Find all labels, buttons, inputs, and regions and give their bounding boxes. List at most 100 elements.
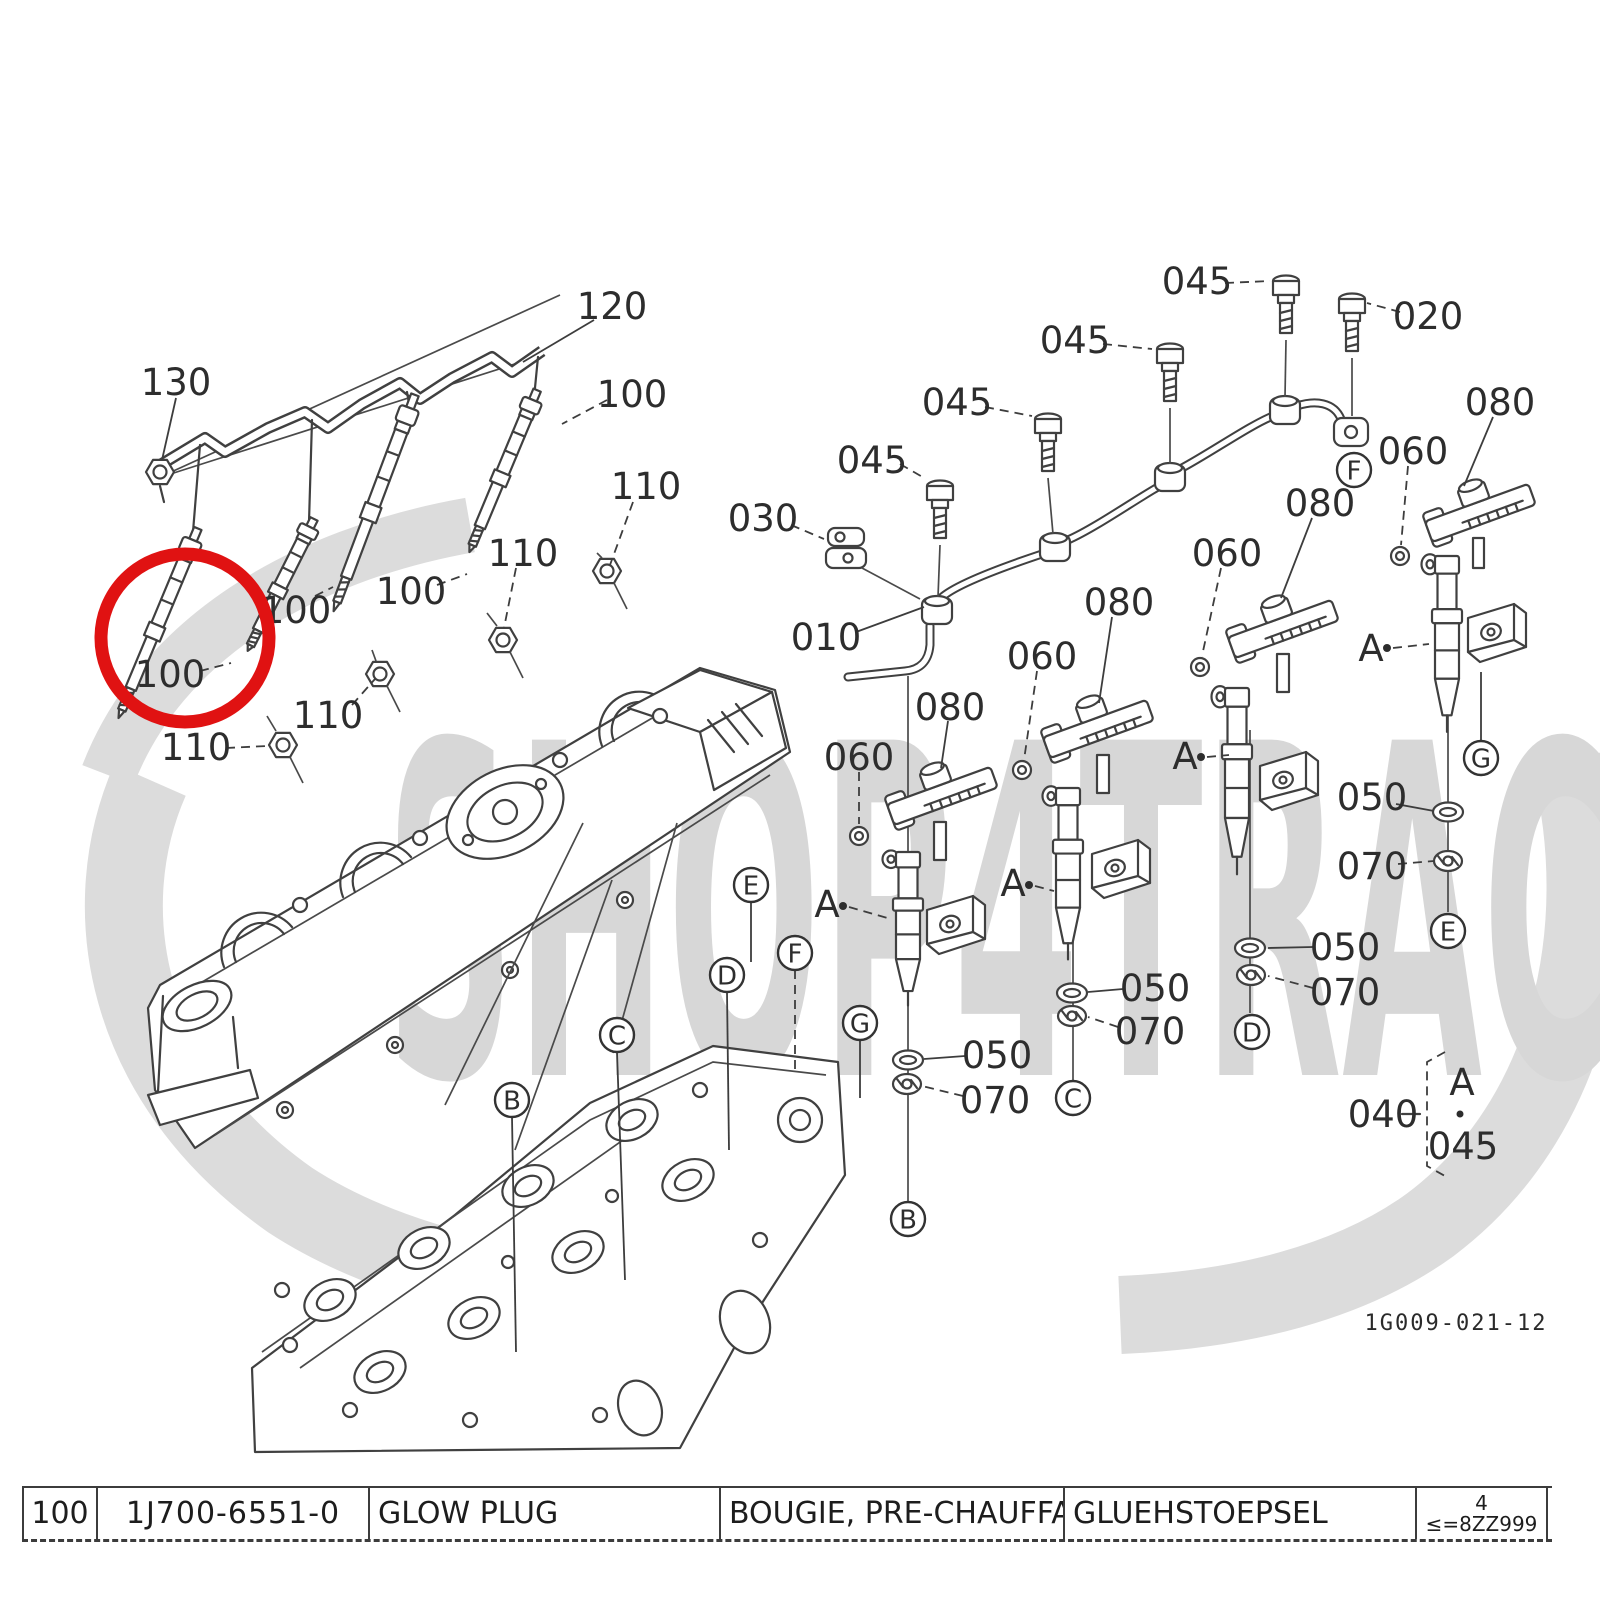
table-serial-range: ≤=8ZZ999 xyxy=(1425,1511,1538,1536)
plug-nut-4 xyxy=(591,557,623,585)
ref-letter-F: F xyxy=(778,936,812,970)
bolt-045-1 xyxy=(925,479,955,540)
pipe-union-4 xyxy=(1268,394,1302,426)
leader-070 xyxy=(1398,861,1434,864)
harness-nut-130 xyxy=(144,458,176,486)
highlight-circle xyxy=(101,554,269,722)
part-label-020: 020 xyxy=(1393,295,1464,338)
arrow-dot xyxy=(1025,881,1033,889)
part-label-110: 110 xyxy=(293,694,364,737)
part-label-045: 045 xyxy=(1428,1125,1499,1168)
leader-020 xyxy=(1367,303,1400,312)
watermark-swoosh-right xyxy=(1120,760,1586,1315)
ref-letter-G: G xyxy=(843,1006,877,1040)
pipe-union-2 xyxy=(1038,531,1072,563)
oring-050-4 xyxy=(1431,801,1465,823)
leader-080 xyxy=(941,721,948,768)
arrow-dot xyxy=(1197,753,1205,761)
leader-070 xyxy=(1268,976,1313,988)
glow-plug-4 xyxy=(459,385,548,557)
part-label-100: 100 xyxy=(135,653,206,696)
part-label-080: 080 xyxy=(1084,581,1155,624)
bracket-040 xyxy=(1402,1052,1464,1176)
figure-code: 1G009-021-12 xyxy=(1365,1311,1548,1336)
ref-letter-B: B xyxy=(495,1083,529,1117)
part-label-045: 045 xyxy=(922,381,993,424)
glow-plug-harness xyxy=(108,295,627,783)
part-label-040: 040 xyxy=(1348,1093,1419,1136)
leader-050 xyxy=(1396,804,1434,811)
leader-060 xyxy=(1202,568,1221,656)
leader-lines xyxy=(162,281,1493,1352)
part-label-045: 045 xyxy=(1162,260,1233,303)
letter-text: F xyxy=(788,940,803,970)
leader-A xyxy=(1207,755,1229,757)
letter-text: C xyxy=(1064,1085,1082,1115)
part-label-030: 030 xyxy=(728,497,799,540)
ref-letter-D: D xyxy=(1235,1015,1269,1049)
oring-060-4 xyxy=(1389,545,1411,567)
part-label-110: 110 xyxy=(161,726,232,769)
letter-circle xyxy=(495,1083,529,1117)
oring-050-2 xyxy=(1055,982,1089,1004)
part-label-010: 010 xyxy=(791,616,862,659)
watermark-swoosh-inner xyxy=(108,525,470,775)
leader-110 xyxy=(226,746,267,748)
oring-050-3 xyxy=(1233,937,1267,959)
part-label-045: 045 xyxy=(837,439,908,482)
ref-letter-B: B xyxy=(891,1202,925,1236)
part-label-120: 120 xyxy=(577,285,648,328)
leader-050 xyxy=(924,1056,965,1059)
part-label-A: A xyxy=(1172,735,1197,778)
seat-070-4 xyxy=(1432,849,1464,873)
letter-circle xyxy=(1464,741,1498,775)
ref-letter-D: D xyxy=(710,958,744,992)
leader-030 xyxy=(791,525,824,539)
leader-070 xyxy=(1088,1017,1118,1027)
letter-text: G xyxy=(850,1010,870,1040)
leader-045 xyxy=(985,407,1032,416)
part-label-050: 050 xyxy=(1120,967,1191,1010)
part-label-050: 050 xyxy=(962,1034,1033,1077)
valve-cover-drawing xyxy=(148,668,790,1148)
part-label-070: 070 xyxy=(960,1079,1031,1122)
fuel-pipe-assembly xyxy=(826,274,1368,678)
leader-080 xyxy=(1099,617,1112,703)
seat-070-3 xyxy=(1235,963,1267,987)
oring-060-2 xyxy=(1011,759,1033,781)
parts-table-row[interactable]: 100 1J700-6551-0 GLOW PLUG BOUGIE, PRE-C… xyxy=(22,1486,1552,1542)
leader-080 xyxy=(1464,417,1493,486)
part-label-060: 060 xyxy=(1378,430,1449,473)
leader-A xyxy=(849,907,891,919)
leader-050 xyxy=(1088,989,1123,992)
plug-nut-2 xyxy=(364,660,396,688)
oring-060-3 xyxy=(1189,656,1211,678)
part-label-A: A xyxy=(1358,627,1383,670)
part-label-070: 070 xyxy=(1115,1010,1186,1053)
ref-letter-F: F xyxy=(1337,453,1371,487)
table-name-fr: BOUGIE, PRE-CHAUFFAGE xyxy=(719,1488,1063,1539)
pipe-clamp-030 xyxy=(826,528,920,599)
table-ref-no: 100 xyxy=(22,1488,96,1539)
letter-text: B xyxy=(899,1206,917,1236)
letter-leader-D xyxy=(727,992,729,1150)
leader-060 xyxy=(1401,466,1408,545)
part-label-100: 100 xyxy=(597,373,668,416)
ref-letter-E: E xyxy=(734,868,768,902)
leader-A xyxy=(1393,644,1429,648)
letter-text: C xyxy=(608,1022,626,1052)
leader-045 xyxy=(900,464,926,479)
leader-100 xyxy=(562,400,607,424)
leader-080 xyxy=(1281,518,1312,598)
leader-050 xyxy=(1268,947,1313,948)
bolt-020 xyxy=(1337,292,1367,353)
letter-text: G xyxy=(1471,745,1491,775)
part-label-070: 070 xyxy=(1310,971,1381,1014)
leader-120 xyxy=(523,320,594,362)
part-label-110: 110 xyxy=(611,465,682,508)
part-label-130: 130 xyxy=(141,361,212,404)
oring-050-1 xyxy=(891,1049,925,1071)
part-label-A: A xyxy=(1449,1061,1474,1104)
part-label-A: A xyxy=(814,883,839,926)
